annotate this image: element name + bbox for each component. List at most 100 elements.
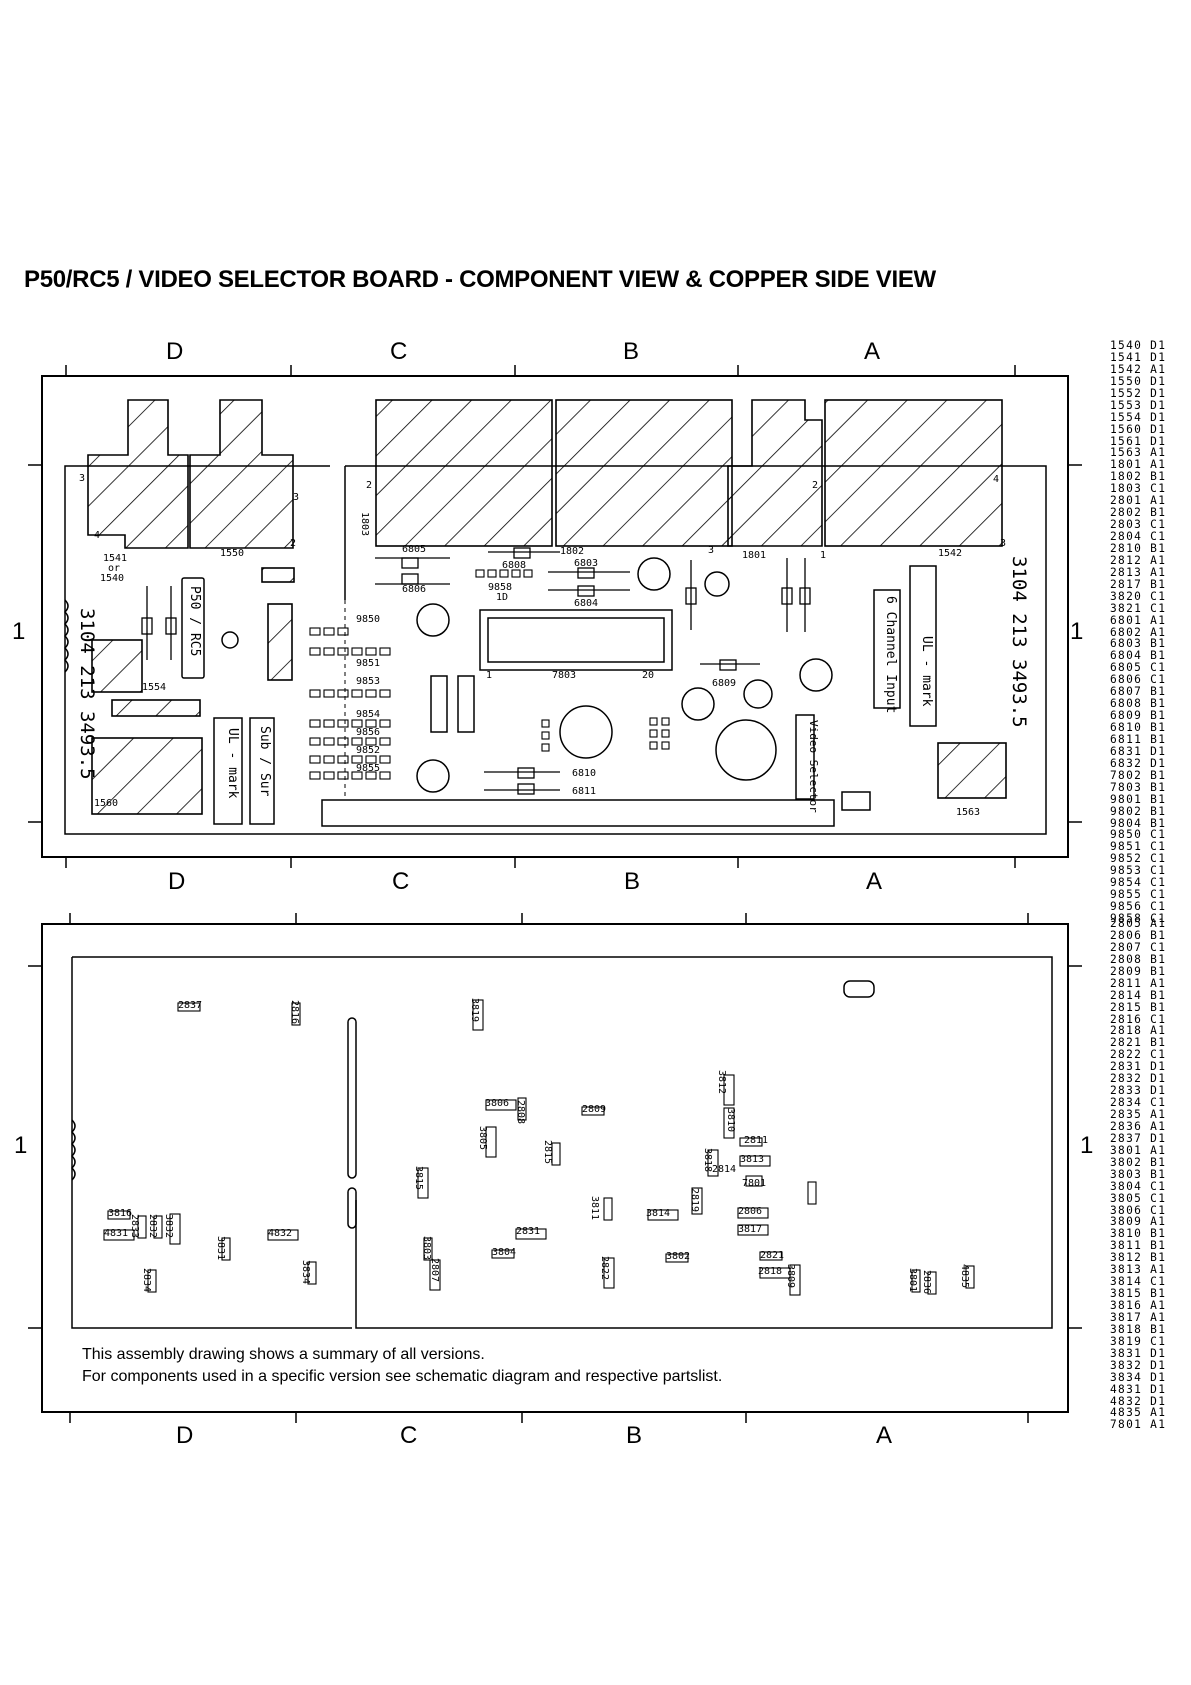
copper-part-label: 2811 <box>744 1135 769 1146</box>
svg-text:6806: 6806 <box>402 584 426 595</box>
parts-list-row: 2836 A1 <box>1110 1119 1167 1133</box>
parts-list-row: 2822 C1 <box>1110 1048 1167 1062</box>
parts-list-row: 2804 C1 <box>1110 530 1167 543</box>
parts-list-row: 7801 A1 <box>1110 1418 1167 1432</box>
svg-text:9850: 9850 <box>356 614 380 625</box>
parts-list-row: 6804 B1 <box>1110 649 1167 663</box>
copper-part-label: 2815 <box>542 1140 553 1165</box>
svg-text:9852: 9852 <box>356 745 380 756</box>
svg-text:3: 3 <box>708 545 714 556</box>
parts-list-row: 9801 B1 <box>1110 792 1167 806</box>
parts-list-row: 6803 B1 <box>1110 637 1167 651</box>
parts-list-row: 2831 D1 <box>1110 1060 1167 1074</box>
row-label-left-top: 1 <box>12 618 26 645</box>
parts-list-row: 2821 B1 <box>1110 1036 1167 1050</box>
svg-text:1D: 1D <box>496 592 508 603</box>
parts-list-row: 2806 B1 <box>1110 928 1167 942</box>
parts-list-row: 1553 D1 <box>1110 398 1167 412</box>
parts-list-row: 3809 A1 <box>1110 1215 1167 1229</box>
svg-text:9855: 9855 <box>356 763 380 774</box>
copper-part-label: 2822 <box>599 1256 610 1281</box>
parts-list-row: 1552 D1 <box>1110 386 1167 400</box>
parts-list-row: 6805 C1 <box>1110 661 1167 675</box>
parts-list-row: 6802 A1 <box>1110 625 1167 639</box>
parts-list-row: 3813 A1 <box>1110 1263 1167 1277</box>
parts-list-row: 2811 A1 <box>1110 976 1167 990</box>
svg-text:9854: 9854 <box>356 709 380 720</box>
parts-list-row: 2832 D1 <box>1110 1072 1167 1086</box>
copper-part-label: 3801 <box>907 1268 918 1293</box>
copper-part-label: 4831 <box>104 1228 129 1239</box>
svg-text:9853: 9853 <box>356 676 380 687</box>
parts-list-row: 4831 D1 <box>1110 1382 1167 1396</box>
svg-text:1801: 1801 <box>742 550 766 561</box>
parts-list-row: 9853 C1 <box>1110 864 1167 878</box>
parts-list-row: 2815 B1 <box>1110 1000 1167 1014</box>
parts-list-row: 3816 A1 <box>1110 1299 1167 1312</box>
label-ul-mark-right: UL - mark <box>919 636 934 707</box>
copper-part-label: 2819 <box>689 1188 700 1213</box>
board-id-left: 3104 213 3493.5 <box>76 608 98 780</box>
zone-d-bottom: D <box>176 1422 194 1449</box>
parts-list-row: 9851 C1 <box>1110 840 1167 854</box>
copper-part-label: 3802 <box>666 1251 691 1262</box>
copper-part-label: 3809 <box>785 1264 796 1289</box>
parts-list-row: 4832 D1 <box>1110 1394 1167 1408</box>
row-label-left-bottom: 1 <box>14 1132 28 1159</box>
parts-list-row: 2808 B1 <box>1110 952 1167 966</box>
parts-list-row: 2810 B1 <box>1110 541 1167 555</box>
svg-text:20: 20 <box>642 670 654 681</box>
svg-text:4: 4 <box>993 474 999 485</box>
label-sub-sur: Sub / Sur <box>257 726 272 797</box>
svg-text:1554: 1554 <box>142 682 166 693</box>
parts-list-row: 9858 C1 <box>1110 912 1167 925</box>
parts-list-row: 3818 B1 <box>1110 1322 1167 1336</box>
copper-part-label: 3811 <box>589 1196 600 1221</box>
parts-list-row: 3817 A1 <box>1110 1310 1167 1324</box>
zone-c-mid: C <box>392 868 410 895</box>
parts-list-row: 2801 A1 <box>1110 494 1167 508</box>
copper-part-label: 2832 <box>147 1214 158 1239</box>
parts-list-row: 3821 C1 <box>1110 601 1167 615</box>
svg-text:2: 2 <box>812 480 818 491</box>
svg-text:3: 3 <box>293 492 299 503</box>
copper-part-label: 2821 <box>760 1250 785 1261</box>
component-view <box>28 365 1082 868</box>
svg-text:2: 2 <box>290 538 296 549</box>
svg-text:1: 1 <box>486 670 492 681</box>
parts-list-row: 2813 A1 <box>1110 565 1167 579</box>
copper-part-label: 3810 <box>725 1108 736 1133</box>
zone-b-top: B <box>623 338 640 365</box>
copper-part-label: 3805 <box>477 1126 488 1151</box>
parts-list-row: 3810 B1 <box>1110 1227 1167 1241</box>
page-title: P50/RC5 / VIDEO SELECTOR BOARD - COMPONE… <box>24 266 936 293</box>
parts-list-row: 1803 C1 <box>1110 482 1167 496</box>
parts-list-row: 1563 A1 <box>1110 446 1167 460</box>
zone-c-top: C <box>390 338 408 365</box>
parts-list-row: 2818 A1 <box>1110 1024 1167 1038</box>
copper-part-label: 2833 <box>129 1214 140 1239</box>
parts-list-row: 2834 C1 <box>1110 1096 1167 1110</box>
parts-list-row: 2812 A1 <box>1110 553 1167 567</box>
svg-text:6810: 6810 <box>572 768 596 779</box>
svg-text:6803: 6803 <box>574 558 598 569</box>
svg-text:1803: 1803 <box>359 512 370 536</box>
copper-part-label: 4832 <box>268 1228 293 1239</box>
parts-list-row: 3806 C1 <box>1110 1203 1167 1217</box>
label-video-selector: Video Selector <box>807 720 820 813</box>
board-id-right: 3104 213 3493.5 <box>1008 556 1030 728</box>
parts-list-row: 3812 B1 <box>1110 1251 1167 1265</box>
label-ul-mark-left: UL - mark <box>225 728 240 799</box>
parts-list-row: 6801 A1 <box>1110 613 1167 627</box>
parts-list-row: 2807 C1 <box>1110 940 1167 954</box>
parts-list-row: 2805 A1 <box>1110 917 1167 930</box>
parts-list-row: 2802 B1 <box>1110 506 1167 520</box>
copper-part-label: 2816 <box>289 1000 300 1025</box>
svg-text:9856: 9856 <box>356 727 380 738</box>
copper-part-label: 3812 <box>716 1070 727 1095</box>
parts-list-row: 3834 D1 <box>1110 1370 1167 1384</box>
zone-b-bottom: B <box>626 1422 643 1449</box>
parts-list-row: 1541 D1 <box>1110 350 1167 364</box>
